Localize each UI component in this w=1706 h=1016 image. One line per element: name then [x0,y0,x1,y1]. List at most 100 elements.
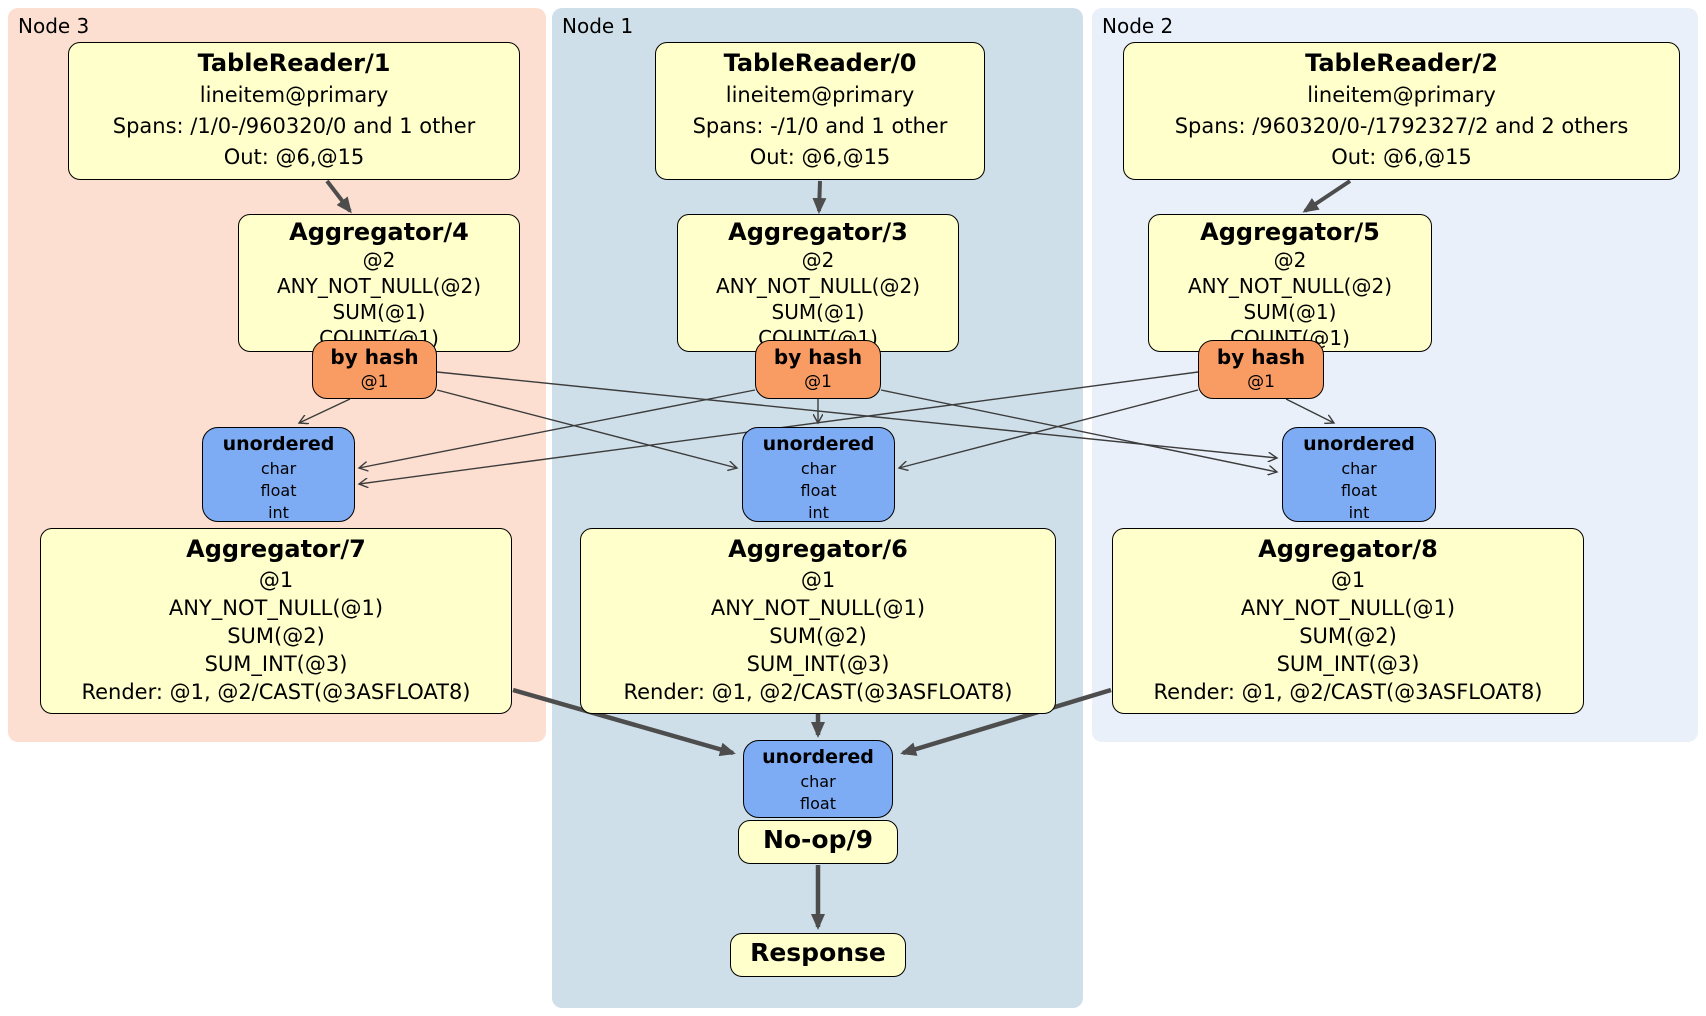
panel-node1-label: Node 1 [562,14,634,38]
sync-unordered-node3: unordered char float int [202,427,355,522]
edge-hash1-sync3 [359,389,756,468]
processor-detail: SUM_INT(@3) [1276,652,1420,676]
sync-column: char [260,459,297,478]
processor-detail: lineitem@primary [725,83,915,107]
router-key: @1 [804,372,832,392]
sync-unordered-final: unordered char float [743,740,893,818]
sync-column: float [260,481,297,500]
processor-detail: SUM(@2) [1299,624,1397,648]
sync-column: char [1341,459,1377,478]
processor-detail: lineitem@primary [199,83,389,107]
processor-detail: ANY_NOT_NULL(@2) [1188,274,1392,298]
processor-tablereader2: TableReader/2 lineitem@primary Spans: /9… [1123,42,1680,180]
processor-title: Aggregator/8 [1258,535,1438,563]
processor-title: Aggregator/3 [728,218,908,246]
processor-title: TableReader/1 [197,49,391,77]
processor-detail: ANY_NOT_NULL(@2) [716,274,920,298]
processor-aggregator8: Aggregator/8 @1 ANY_NOT_NULL(@1) SUM(@2)… [1112,528,1584,714]
processor-detail: SUM_INT(@3) [204,652,348,676]
router-key: @1 [1247,372,1275,392]
processor-aggregator7: Aggregator/7 @1 ANY_NOT_NULL(@1) SUM(@2)… [40,528,512,714]
edge-aggregator7-syncfinal [512,687,736,757]
processor-title: TableReader/2 [1305,49,1498,77]
processor-detail: Render: @1, @2/CAST(@3ASFLOAT8) [1153,680,1543,704]
processor-detail: ANY_NOT_NULL(@1) [168,596,384,620]
processor-detail: ANY_NOT_NULL(@1) [1240,596,1456,620]
sync-column: float [800,794,836,813]
edge-group-tablereaders [325,179,1352,214]
edge-tablereader2-aggregator5 [1302,179,1352,213]
router-hash-node1: by hash @1 [755,340,881,399]
processor-detail: Out: @6,@15 [223,145,365,169]
edge-hash3-sync1 [436,389,737,468]
sync-title: unordered [1303,433,1415,455]
processor-detail: lineitem@primary [1307,83,1496,107]
processor-detail: Spans: /1/0-/960320/0 and 1 other [112,114,476,138]
sync-column: char [800,772,836,791]
processor-response: Response [730,933,906,977]
panel-node3-label: Node 3 [18,14,90,38]
processor-detail: SUM(@1) [1243,300,1337,324]
processor-detail: SUM(@2) [227,624,325,648]
processor-detail: ANY_NOT_NULL(@1) [710,596,926,620]
edge-tablereader0-aggregator3 [812,180,827,214]
processor-aggregator3: Aggregator/3 @2 ANY_NOT_NULL(@2) SUM(@1)… [677,214,959,352]
processor-noop: No-op/9 [738,820,898,864]
processor-detail: Render: @1, @2/CAST(@3ASFLOAT8) [81,680,471,704]
sync-column: float [800,481,837,500]
sync-column: int [808,503,829,522]
router-hash-node3: by hash @1 [312,340,437,399]
sync-column: int [268,503,289,522]
edge-group-final [512,687,1112,930]
processor-tablereader1: TableReader/1 lineitem@primary Spans: /1… [68,42,520,180]
processor-detail: Spans: /960320/0-/1792327/2 and 2 others [1174,114,1629,138]
processor-detail: @2 [801,248,835,272]
processor-detail: Out: @6,@15 [749,145,891,169]
router-key: @1 [360,372,389,392]
router-title: by hash [773,345,863,369]
router-title: by hash [330,345,419,369]
edge-hash2-sync1 [899,389,1199,468]
processor-detail: Render: @1, @2/CAST(@3ASFLOAT8) [623,680,1013,704]
processor-detail: Spans: -/1/0 and 1 other [692,114,948,138]
processor-detail: ANY_NOT_NULL(@2) [277,274,481,298]
router-title: by hash [1216,345,1306,369]
router-hash-node2: by hash @1 [1198,340,1324,399]
sync-title: unordered [222,433,335,455]
edge-hash3-sync3 [299,398,351,423]
edge-tablereader1-aggregator4 [325,179,352,214]
processor-detail: @2 [1273,248,1307,272]
processor-detail: @1 [258,568,294,592]
processor-detail: SUM(@1) [332,300,426,324]
processor-aggregator4: Aggregator/4 @2 ANY_NOT_NULL(@2) SUM(@1)… [238,214,520,352]
processor-title: No-op/9 [762,825,874,854]
processor-detail: @1 [1330,568,1366,592]
processor-detail: SUM_INT(@3) [746,652,890,676]
processor-title: Aggregator/4 [289,218,469,246]
processor-title: Response [750,938,886,967]
processor-aggregator6: Aggregator/6 @1 ANY_NOT_NULL(@1) SUM(@2)… [580,528,1056,714]
sync-column: float [1341,481,1377,500]
edge-hash2-sync2 [1285,398,1334,423]
edge-aggregator8-syncfinal [900,687,1112,756]
processor-detail: @2 [362,248,396,272]
processor-detail: SUM(@1) [771,300,865,324]
processor-title: Aggregator/6 [728,535,908,563]
sync-column: int [1348,503,1370,522]
sync-unordered-node2: unordered char float int [1282,427,1436,522]
sync-unordered-node1: unordered char float int [742,427,895,522]
processor-tablereader0: TableReader/0 lineitem@primary Spans: -/… [655,42,985,180]
sync-title: unordered [762,433,875,455]
edge-hash1-sync2 [880,389,1277,472]
processor-title: Aggregator/7 [186,535,366,563]
processor-detail: @1 [800,568,836,592]
processor-detail: SUM(@2) [769,624,867,648]
processor-aggregator5: Aggregator/5 @2 ANY_NOT_NULL(@2) SUM(@1)… [1148,214,1432,352]
sync-column: char [800,459,837,478]
processor-title: Aggregator/5 [1200,218,1380,246]
processor-detail: Out: @6,@15 [1331,145,1472,169]
sync-title: unordered [762,746,874,768]
panel-node2-label: Node 2 [1102,14,1174,38]
